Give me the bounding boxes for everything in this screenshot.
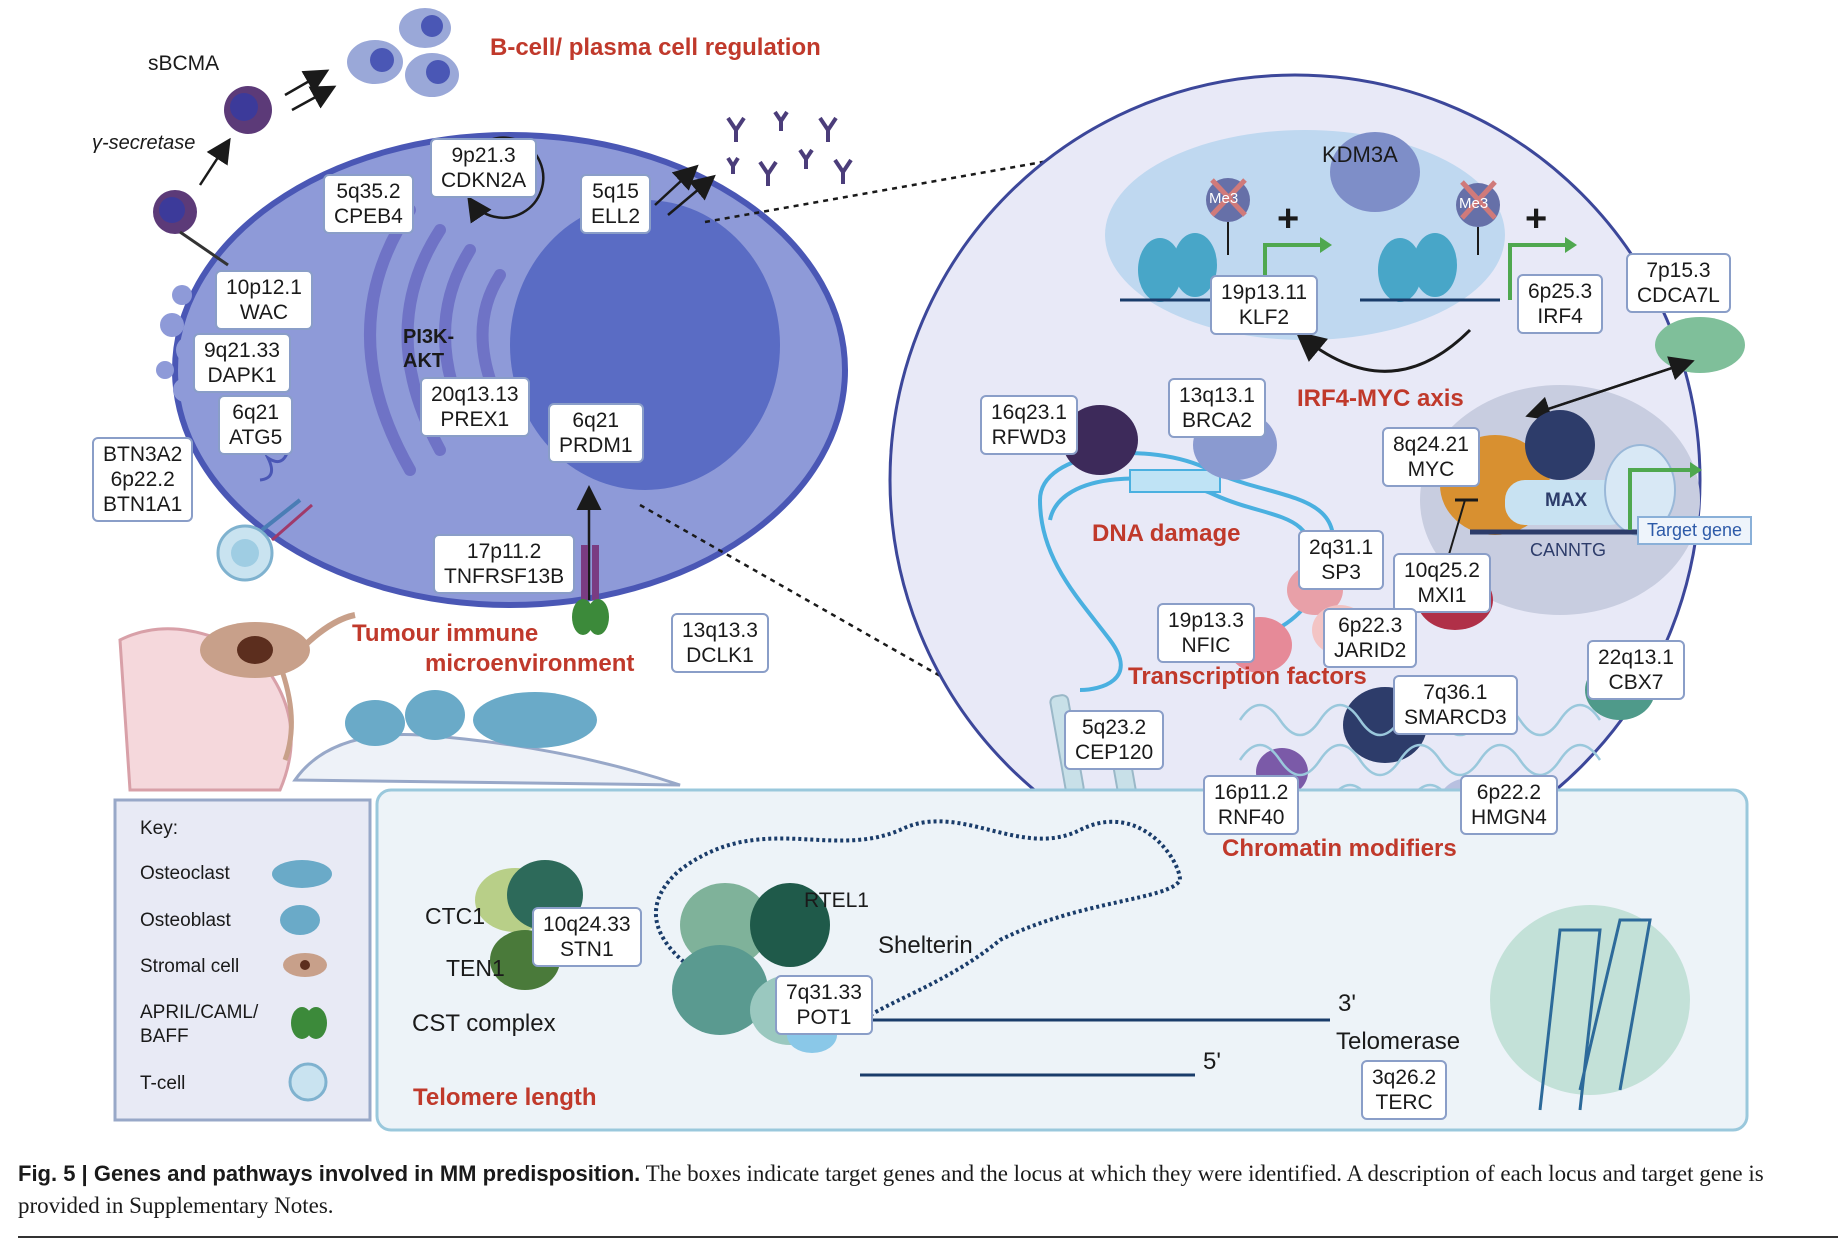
nucleosomes: [1138, 233, 1457, 302]
endoplasmic-reticulum: [364, 204, 506, 476]
telomerase-icon: [1490, 905, 1690, 1111]
caption-bold: Fig. 5 | Genes and pathways involved in …: [18, 1161, 641, 1186]
bone-microenvironment: [118, 612, 681, 792]
shelterin-label: Shelterin: [878, 932, 973, 959]
taci-receptor: [572, 485, 609, 635]
kdm3a-label: KDM3A: [1322, 142, 1398, 167]
caption-text: The boxes indicate target genes and the …: [18, 1161, 1764, 1218]
me3-label-2: Me3: [1459, 195, 1489, 212]
rtel1-label: RTEL1: [804, 889, 869, 912]
plus-sign-1: +: [1277, 198, 1300, 240]
three-prime-label: 3': [1338, 990, 1356, 1017]
telomere-title: Telomere length: [413, 1084, 597, 1111]
t-cell-icon: [216, 498, 313, 582]
ten1-label: TEN1: [446, 955, 505, 981]
tme-title-line2: microenvironment: [425, 650, 635, 677]
dna-damage-title: DNA damage: [1092, 520, 1241, 547]
key-item-stromal-cell: Stromal cell: [140, 956, 240, 977]
tme-title-line1: Tumour immune: [352, 620, 539, 647]
key-item-t-cell: T-cell: [140, 1073, 186, 1094]
key-item-april-caml: APRIL/CAML/: [140, 1002, 259, 1023]
chromatin-title: Chromatin modifiers: [1222, 835, 1457, 862]
max-label: MAX: [1545, 490, 1588, 511]
cst-complex-label: CST complex: [412, 1010, 556, 1037]
akt-label: AKT: [403, 350, 445, 372]
five-prime-label: 5': [1203, 1048, 1221, 1075]
irf4myc-title: IRF4-MYC axis: [1297, 385, 1464, 412]
key-item-baff: BAFF: [140, 1026, 189, 1047]
key-item-osteoclast: Osteoclast: [140, 863, 230, 884]
pi3k-label: PI3K-: [403, 326, 455, 348]
key-title: Key:: [140, 818, 179, 839]
antibodies-icon: [726, 110, 853, 186]
diagram-canvas: [113, 8, 1749, 1132]
bcell-title: B-cell/ plasma cell regulation: [490, 34, 821, 61]
figure-caption: Fig. 5 | Genes and pathways involved in …: [18, 1158, 1838, 1222]
key-item-osteoblast: Osteoblast: [140, 910, 231, 931]
ctc1-label: CTC1: [425, 903, 486, 929]
canntg-label: CANNTG: [1530, 540, 1606, 560]
plus-sign-2: +: [1525, 198, 1548, 240]
caption-rule: [18, 1236, 1838, 1238]
gamma-secretase-label: γ-secretase: [92, 132, 196, 154]
target-gene-label: Target gene: [1637, 516, 1753, 545]
telomere-panel: [375, 788, 1749, 1132]
me3-label-1: Me3: [1209, 190, 1239, 207]
bcma-receptor: [153, 69, 337, 267]
telomerase-label: Telomerase: [1336, 1028, 1461, 1055]
key-box: [113, 798, 372, 1122]
plasma-cells-icon: [347, 8, 459, 97]
sbcma-label: sBCMA: [148, 52, 220, 75]
